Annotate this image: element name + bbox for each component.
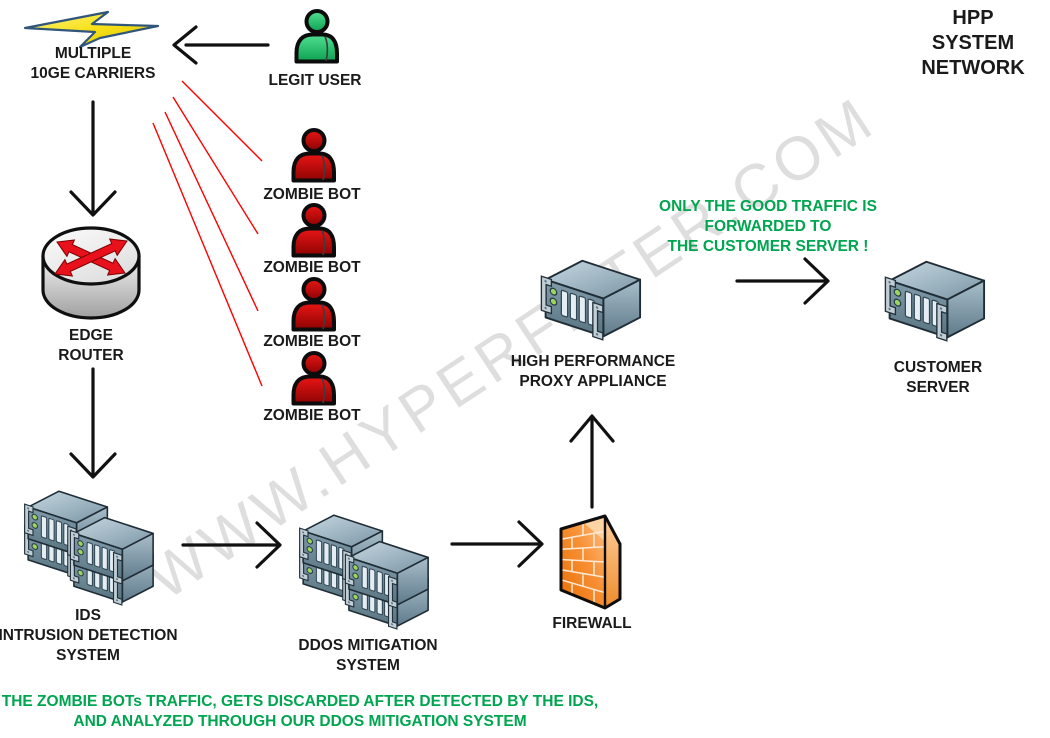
zombie-bot-icon bbox=[291, 203, 336, 258]
ddos-cluster-icon bbox=[298, 514, 429, 630]
proxy-server-icon bbox=[540, 259, 642, 341]
ids-cluster-icon bbox=[23, 490, 154, 606]
edge-router-icon bbox=[41, 226, 141, 320]
attack-lines bbox=[152, 80, 263, 387]
zombie-bot-icon bbox=[291, 128, 336, 183]
zombie-bot-icon bbox=[291, 277, 336, 332]
flow-arrows bbox=[69, 25, 830, 569]
customer-server-icon bbox=[884, 260, 986, 342]
lightning-bolt-icon bbox=[23, 10, 160, 49]
firewall-icon bbox=[559, 514, 622, 610]
legit-user-icon bbox=[294, 9, 339, 64]
zombie-bot-icon bbox=[291, 351, 336, 406]
